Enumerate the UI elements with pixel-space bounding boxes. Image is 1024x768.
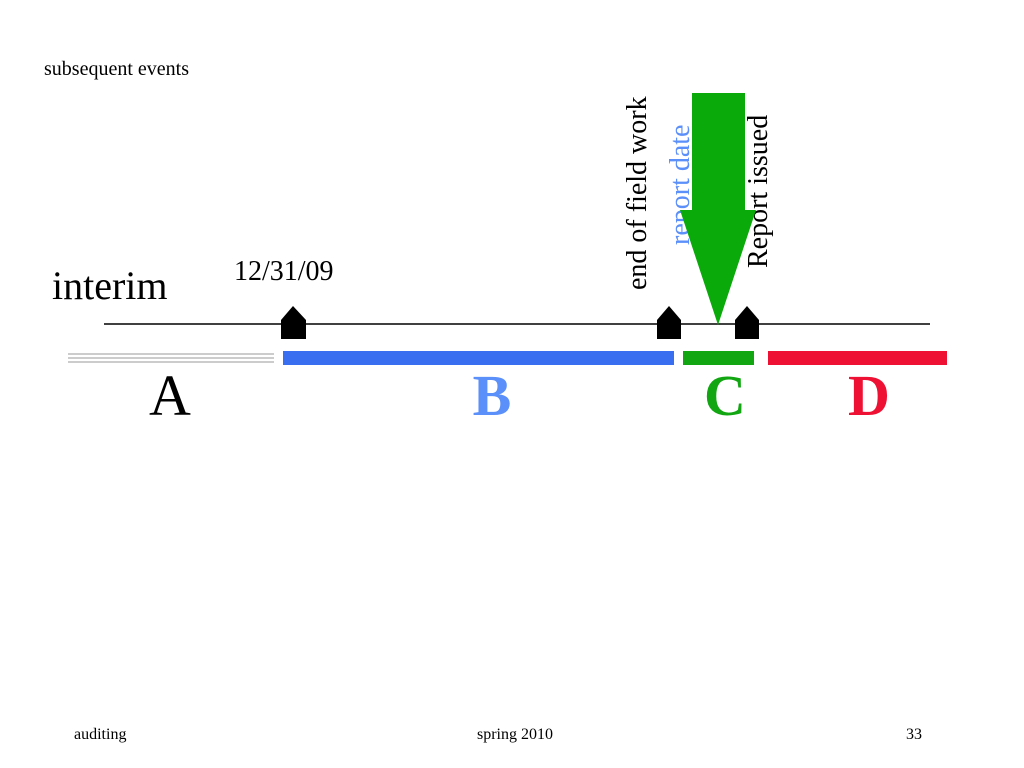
segment-letter-b: B (472, 363, 512, 428)
footer-term: spring 2010 (477, 726, 553, 743)
segment-letter-c: C (704, 363, 746, 428)
segment-bar-c (683, 351, 754, 365)
date-label: 12/31/09 (234, 256, 334, 287)
segment-bar-d (768, 351, 947, 365)
footer-page-number: 33 (906, 726, 922, 743)
segment-letter-a: A (149, 363, 191, 428)
segment-bar-a (68, 353, 274, 363)
marker-arrow-date (281, 306, 306, 339)
interim-label: interim (52, 263, 168, 308)
marker-arrow-field-work (657, 306, 681, 339)
segment-letter-d: D (848, 363, 890, 428)
footer-course: auditing (74, 726, 127, 743)
segment-bar-b (283, 351, 674, 365)
marker-arrow-report-issued (735, 306, 759, 339)
report-date-arrow (680, 93, 756, 325)
slide-title: subsequent events (44, 58, 189, 80)
